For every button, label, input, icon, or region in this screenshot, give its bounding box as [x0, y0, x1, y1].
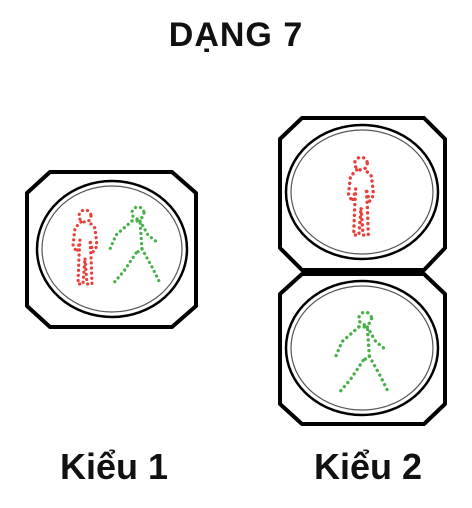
- type1-signal-housing: [25, 170, 198, 329]
- type1-caption: Kiểu 1: [60, 446, 169, 487]
- type2-caption: Kiểu 2: [314, 446, 423, 487]
- type2-signal-housing: [278, 116, 447, 426]
- page-title: DẠNG 7: [168, 16, 304, 54]
